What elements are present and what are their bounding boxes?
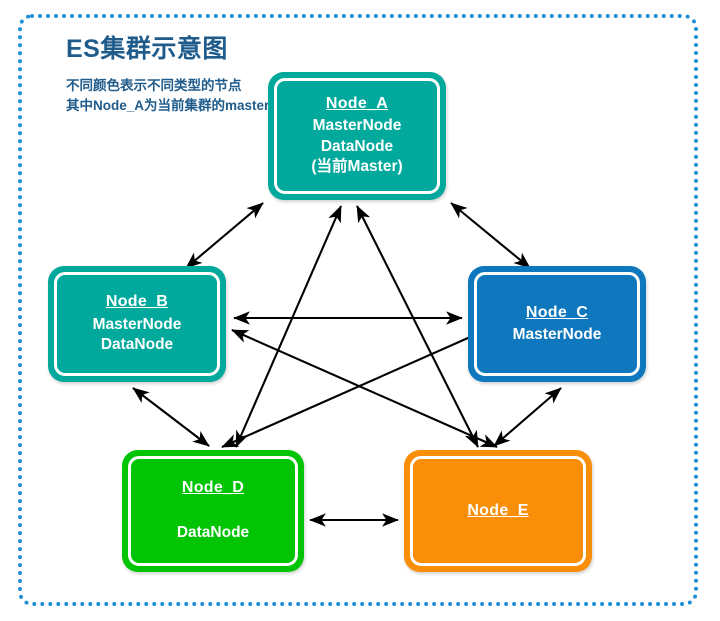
node-box-node-e[interactable]: Node_E <box>404 450 592 572</box>
arrow-node-c-node-d <box>221 329 487 448</box>
node-a-line-3: (当前Master) <box>311 158 403 176</box>
legend-line-2: 其中Node_A为当前集群的master <box>66 97 270 113</box>
node-box-node-d[interactable]: Node_D DataNode <box>122 450 304 572</box>
node-box-node-c[interactable]: Node_C MasterNode <box>468 266 646 382</box>
node-a-inner: Node_A MasterNode DataNode (当前Master) <box>274 78 440 194</box>
arrow-node-a-node-b <box>185 202 264 269</box>
node-b-line-1: MasterNode <box>92 315 182 333</box>
legend-line-1: 不同颜色表示不同类型的节点 <box>66 77 242 93</box>
node-a-line-2: DataNode <box>320 137 394 155</box>
node-c-title: Node_C <box>525 303 589 321</box>
node-d-title: Node_D <box>181 479 245 497</box>
node-d-line-1: DataNode <box>176 524 250 542</box>
node-b-line-2: DataNode <box>100 336 174 354</box>
arrow-node-a-node-c <box>450 202 531 269</box>
node-b-lines: MasterNode DataNode <box>93 315 182 356</box>
arrow-node-b-node-d <box>132 387 210 447</box>
node-d-inner: Node_D DataNode <box>128 456 298 566</box>
arrow-node-a-node-d <box>235 205 342 448</box>
node-box-node-b[interactable]: Node_B MasterNode DataNode <box>48 266 226 382</box>
node-box-node-a[interactable]: Node_A MasterNode DataNode (当前Master) <box>268 72 446 200</box>
node-c-lines: MasterNode <box>513 325 602 345</box>
node-a-title: Node_A <box>325 95 389 113</box>
node-c-line-1: MasterNode <box>512 325 602 343</box>
node-a-line-1: MasterNode <box>312 117 402 135</box>
node-e-inner: Node_E <box>410 456 586 566</box>
legend-note: 不同颜色表示不同类型的节点 其中Node_A为当前集群的master <box>66 76 396 117</box>
node-c-inner: Node_C MasterNode <box>474 272 640 376</box>
arrow-node-c-node-e <box>493 387 562 447</box>
node-d-lines: DataNode <box>177 523 249 543</box>
node-e-title: Node_E <box>467 502 529 520</box>
heading-block: ES集群示意图 不同颜色表示不同类型的节点 其中Node_A为当前集群的mast… <box>66 35 396 117</box>
arrow-node-b-node-e <box>231 329 498 448</box>
node-b-inner: Node_B MasterNode DataNode <box>54 272 220 376</box>
page-title: ES集群示意图 <box>66 35 228 63</box>
node-b-title: Node_B <box>105 293 169 311</box>
node-a-lines: MasterNode DataNode (当前Master) <box>311 116 402 177</box>
